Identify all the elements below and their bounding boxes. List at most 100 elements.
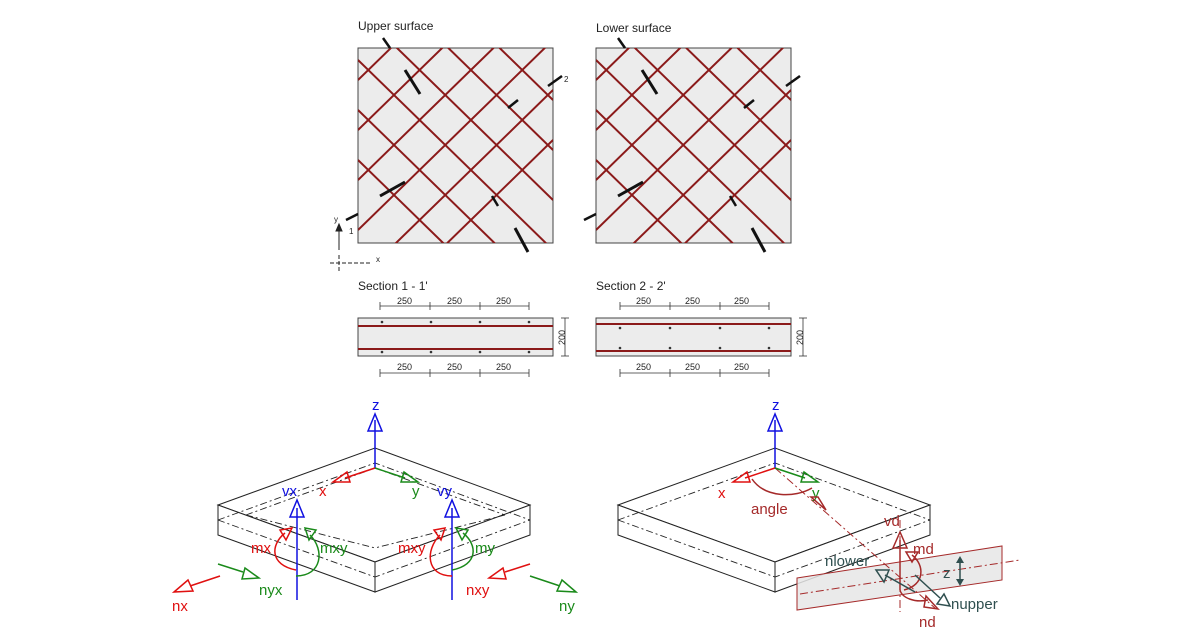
local-axes-icon (330, 222, 372, 272)
vd-arrowhead (891, 530, 909, 549)
section-2-bar-dots (618, 326, 771, 350)
section-2-dim-bot-1: 250 (636, 362, 651, 372)
vx-arrowhead (288, 498, 306, 518)
right-plate-box (616, 447, 932, 593)
section-1-dim-top-1: 250 (397, 296, 412, 306)
right-plate-diagram: z x y angle vd md nd nlower nupper (616, 397, 1021, 630)
lower-surface-panel: Lower surface (583, 21, 801, 253)
nd-arrowhead (923, 594, 940, 611)
nyx-arrow (217, 563, 244, 573)
nupper-label: nupper (951, 596, 998, 613)
nx-label: nx (172, 598, 188, 615)
left-x-axis (344, 467, 376, 479)
mxy-arrowhead (303, 527, 318, 542)
mx-label: mx (251, 540, 271, 557)
section-marker-2: 2 (564, 75, 569, 84)
nyx-label: nyx (259, 582, 283, 599)
mxy-label: mxy (320, 540, 348, 557)
nupper-arrowhead (935, 592, 952, 607)
section-1-dim-top-3: 250 (496, 296, 511, 306)
section-1-bar-dots (380, 320, 531, 354)
nlower-label: nlower (825, 553, 869, 570)
my-arrowhead (454, 527, 470, 542)
nx-arrow (189, 575, 221, 587)
left-z-arrowhead (366, 412, 384, 432)
left-x-arrowhead (330, 470, 352, 483)
section-2-dims-top (619, 302, 770, 310)
section-1-dims-top (379, 302, 530, 310)
section-2-dim-bot-2: 250 (685, 362, 700, 372)
axis-x-label: x (376, 255, 380, 264)
right-x-axis (744, 467, 776, 479)
section-1-panel: Section 1 - 1' 250 250 250 250 250 250 2… (357, 279, 569, 377)
mxy2-arrowhead (432, 527, 447, 542)
nx-arrowhead (171, 578, 195, 593)
nxy-label: nxy (466, 582, 490, 599)
left-y-arrowhead (399, 470, 421, 483)
mxy2-label: mxy (398, 540, 426, 557)
section-1-slab (357, 317, 554, 357)
md-label: md (913, 541, 934, 558)
mxy-arc (295, 534, 320, 577)
right-x-arrowhead (730, 470, 752, 483)
upper-surface-panel: Upper surface (330, 19, 569, 272)
mx-arrowhead (278, 527, 294, 542)
nlower-arrow (884, 574, 916, 593)
my-arc (451, 532, 474, 571)
upper-section-marks (345, 37, 563, 253)
vd-label: vd (884, 513, 900, 530)
left-y-label: y (412, 483, 420, 500)
angle-arc (751, 478, 813, 496)
nd-label: nd (919, 614, 936, 630)
mx-arc (274, 532, 297, 571)
right-y-arrowhead (799, 470, 821, 483)
left-z-label: z (372, 397, 380, 414)
lever-arm-label: z (943, 565, 951, 582)
vy-arrowhead (443, 498, 461, 518)
section-1-dim-bot-1: 250 (397, 362, 412, 372)
section-2-title: Section 2 - 2' (596, 279, 666, 293)
vy-label: vy (437, 483, 453, 500)
ny-label: ny (559, 598, 575, 615)
vx-label: vx (282, 483, 298, 500)
lever-arm-top-arrow (956, 556, 964, 563)
section-2-dim-top-3: 250 (734, 296, 749, 306)
left-x-label: x (319, 483, 327, 500)
nupper-arrow (914, 574, 941, 599)
nxy-arrow (504, 563, 531, 573)
section-trace-line (799, 559, 1021, 595)
right-x-label: x (718, 485, 726, 502)
upper-surface-title: Upper surface (358, 19, 434, 33)
upper-slab-outline (357, 47, 554, 244)
section-2-panel: Section 2 - 2' 250 250 250 250 250 250 2… (595, 279, 807, 377)
section-1-dims-bottom (379, 317, 569, 377)
section-1-title: Section 1 - 1' (358, 279, 428, 293)
lower-surface-title: Lower surface (596, 21, 672, 35)
angle-arrowhead (808, 496, 827, 511)
md-arrowhead (904, 551, 920, 564)
ny-arrowhead (555, 578, 579, 593)
nyx-arrowhead (241, 566, 262, 580)
my-label: my (475, 540, 495, 557)
lower-section-marks (583, 37, 801, 253)
ny-arrow (529, 575, 561, 587)
angle-label: angle (751, 501, 788, 518)
section-2-dims-bottom (619, 317, 807, 377)
lever-arm-bottom-arrow (956, 579, 964, 586)
right-y-label: y (812, 485, 820, 502)
lower-slab-outline (595, 47, 792, 244)
left-plate-diagram: z x y vx vy mx mxy mxy my (171, 397, 579, 615)
section-1-thickness: 200 (557, 330, 567, 345)
nlower-arrowhead (874, 569, 891, 584)
right-z-arrowhead (766, 412, 784, 432)
section-direction-line (774, 467, 936, 609)
axis-y-label: y (334, 215, 338, 224)
section-marker-1: 1 (349, 227, 354, 236)
nxy-arrowhead (486, 566, 507, 580)
mxy2-arc (429, 534, 453, 577)
upper-rebar-grid (358, 48, 553, 243)
left-y-axis (374, 467, 406, 479)
right-y-axis (774, 467, 806, 479)
section-2-dim-top-1: 250 (636, 296, 651, 306)
